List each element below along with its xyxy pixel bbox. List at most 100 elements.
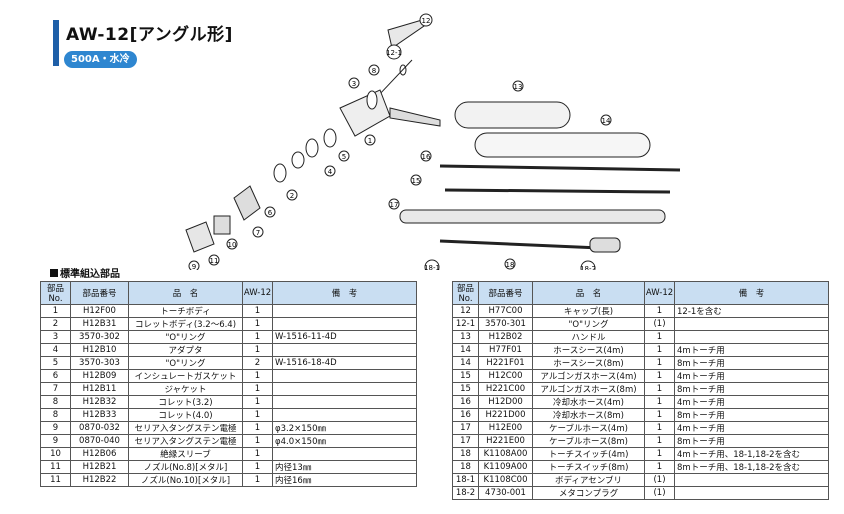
- part-no-cell: 3: [40, 330, 71, 344]
- part-no-cell: 18: [452, 460, 479, 474]
- part-16-water-hose: [439, 164, 681, 172]
- callout-16: 16: [420, 150, 432, 162]
- part-no-cell: 13: [452, 330, 479, 344]
- part-code-cell: H12E00: [478, 421, 533, 435]
- part-code-cell: H12B32: [70, 395, 129, 409]
- exploded-parts-diagram: 12 12-1 8 3 1 5 4 2 6 7 10 11 9 13 14 16…: [185, 13, 681, 270]
- svg-text:5: 5: [342, 153, 346, 161]
- part-3-oring: [366, 90, 378, 110]
- svg-text:13: 13: [514, 83, 523, 91]
- callout-3: 3: [348, 77, 360, 89]
- svg-text:12: 12: [422, 17, 431, 25]
- part-code-cell: H77C00: [478, 304, 533, 318]
- callout-18: 18: [504, 258, 516, 270]
- qty-cell: 1: [242, 369, 273, 383]
- part-name-cell: "O"リング: [128, 356, 243, 370]
- qty-cell: 1: [242, 317, 273, 331]
- part-5-oring: [323, 128, 337, 148]
- qty-cell: 1: [644, 330, 675, 344]
- note-cell: 12-1を含む: [674, 304, 829, 318]
- part-name-cell: コレット(4.0): [128, 408, 243, 422]
- note-cell: [272, 447, 417, 461]
- qty-cell: 1: [644, 408, 675, 422]
- part-no-cell: 9: [40, 434, 71, 448]
- qty-cell: 1: [242, 447, 273, 461]
- part-no-cell: 4: [40, 343, 71, 357]
- part-4-adapter: [305, 138, 319, 158]
- callout-11: 11: [208, 254, 220, 266]
- qty-cell: 1: [242, 460, 273, 474]
- note-cell: 4mトーチ用: [674, 421, 829, 435]
- note-cell: W-1516-18-4D: [272, 356, 417, 370]
- part-no-cell: 17: [452, 434, 479, 448]
- part-no-cell: 7: [40, 382, 71, 396]
- part-no-cell: 18: [452, 447, 479, 461]
- note-cell: [272, 408, 417, 422]
- part-code-cell: H12B02: [478, 330, 533, 344]
- note-cell: 8mトーチ用: [674, 408, 829, 422]
- spec-badge: 500A・水冷: [64, 51, 137, 68]
- qty-cell: 1: [644, 434, 675, 448]
- section-square-icon: [50, 269, 58, 277]
- svg-text:18-1: 18-1: [424, 264, 440, 270]
- callout-8: 8: [368, 64, 380, 76]
- part-code-cell: K1109A00: [478, 460, 533, 474]
- part-no-cell: 12: [452, 304, 479, 318]
- callout-4: 4: [324, 165, 336, 177]
- part-name-cell: トーチスイッチ(4m): [532, 447, 645, 461]
- part-name-cell: ノズル(No.8)[メタル]: [128, 460, 243, 474]
- svg-text:18-2: 18-2: [580, 265, 596, 270]
- callout-12: 12: [419, 13, 433, 27]
- part-no-cell: 18-2: [452, 486, 479, 500]
- part-code-cell: H221C00: [478, 382, 533, 396]
- part-name-cell: メタコンプラグ: [532, 486, 645, 500]
- part-1-torch-body: [339, 89, 391, 137]
- col-header: 品 名: [128, 281, 243, 305]
- part-name-cell: ノズル(No.10)[メタル]: [128, 473, 243, 487]
- part-name-cell: "O"リング: [532, 317, 645, 331]
- part-no-cell: 16: [452, 408, 479, 422]
- qty-cell: 1: [644, 343, 675, 357]
- part-no-cell: 16: [452, 395, 479, 409]
- note-cell: [272, 304, 417, 318]
- svg-text:8: 8: [372, 67, 376, 75]
- part-name-cell: アルゴンガスホース(8m): [532, 382, 645, 396]
- callout-2: 2: [286, 189, 298, 201]
- note-cell: [674, 486, 829, 500]
- part-code-cell: H12F00: [70, 304, 129, 318]
- callout-1: 1: [364, 134, 376, 146]
- part-no-cell: 11: [40, 473, 71, 487]
- qty-cell: (1): [644, 486, 675, 500]
- qty-cell: 1: [242, 304, 273, 318]
- callout-9: 9: [188, 260, 200, 270]
- qty-cell: 1: [242, 421, 273, 435]
- note-cell: [674, 317, 829, 331]
- note-cell: φ4.0×150㎜: [272, 434, 417, 448]
- col-header: 部品No.: [40, 281, 71, 305]
- qty-cell: 1: [644, 304, 675, 318]
- part-code-cell: H12D00: [478, 395, 533, 409]
- svg-text:14: 14: [602, 117, 611, 125]
- part-no-cell: 14: [452, 356, 479, 370]
- col-header: 部品番号: [70, 281, 129, 305]
- part-no-cell: 1: [40, 304, 71, 318]
- page-title: AW-12[アングル形]: [66, 25, 233, 45]
- part-no-cell: 6: [40, 369, 71, 383]
